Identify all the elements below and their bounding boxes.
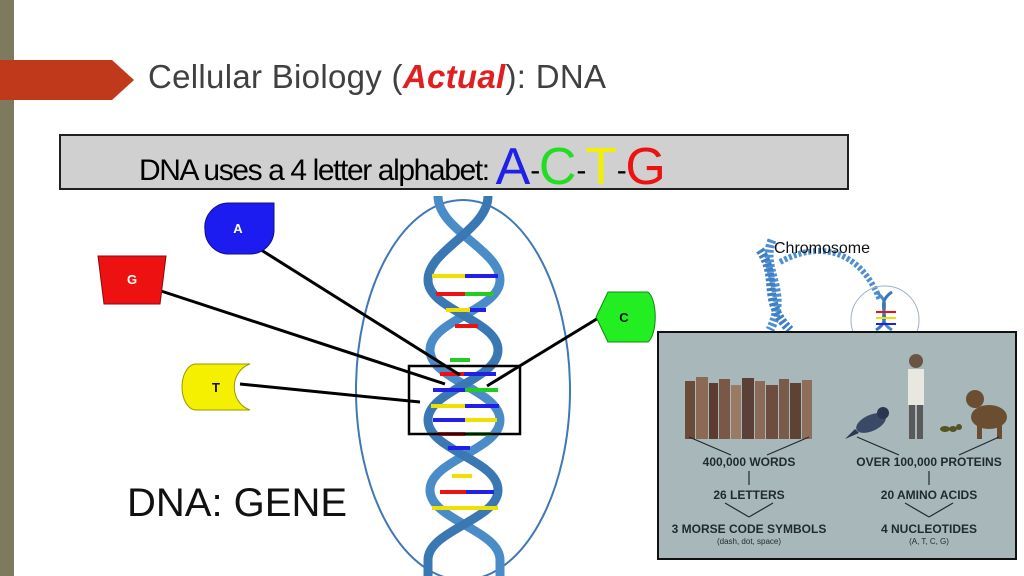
chromosome-label: Chromosome (774, 240, 871, 257)
nucleotide-a-label: A (233, 221, 243, 236)
nucleotide-t-label: T (212, 380, 220, 395)
info-amino-acids: 20 AMINO ACIDS (880, 488, 978, 502)
slide-title: Cellular Biology (Actual): DNA (148, 58, 606, 96)
info-morse-note: (dash, dot, space) (716, 537, 782, 546)
banner-text: DNA uses a 4 letter alphabet: A-C-T-G (139, 140, 666, 194)
info-morse: 3 MORSE CODE SYMBOLS (671, 522, 827, 536)
nucleotide-c-shape: C (595, 291, 656, 343)
analogy-illustration (685, 354, 1007, 518)
nucleotide-g-label: G (127, 272, 137, 287)
ant-icon (940, 424, 962, 432)
nucleotide-connectors (157, 246, 601, 404)
books-icon (685, 377, 812, 439)
info-nucleotides: 4 NUCLEOTIDES (880, 522, 978, 536)
analogy-info-panel: 400,000 WORDS 26 LETTERS 3 MORSE CODE SY… (657, 331, 1017, 560)
info-words: 400,000 WORDS (702, 455, 796, 469)
dna-gene-label: DNA: GENE (127, 481, 348, 525)
title-suffix: ): DNA (505, 58, 607, 95)
alphabet-banner: DNA uses a 4 letter alphabet: A-C-T-G (59, 134, 849, 193)
info-nucleotides-note: (A, T, C, G) (909, 537, 949, 546)
title-emphasis: Actual (402, 58, 506, 95)
alphabet-dash-3: - (616, 154, 627, 187)
info-letters: 26 LETTERS (713, 488, 785, 502)
alphabet-dash-2: - (576, 154, 586, 187)
dog-icon (966, 390, 1007, 439)
title-prefix: Cellular Biology ( (148, 58, 403, 95)
alphabet-a: A (495, 138, 531, 196)
info-proteins: OVER 100,000 PROTEINS (856, 455, 1002, 469)
nucleotide-t-shape: T (181, 363, 251, 411)
panel-connector-lines (688, 436, 1000, 518)
dna-helix (423, 195, 505, 576)
title-arrow-icon (0, 60, 134, 100)
alphabet-dash-1: - (530, 154, 540, 187)
nucleotide-a-shape: A (204, 202, 275, 255)
nucleotide-g-shape: G (97, 255, 167, 305)
dna-outline-ellipse (355, 199, 571, 576)
alphabet-g: G (625, 138, 666, 196)
man-icon (908, 354, 924, 439)
banner-statement: DNA uses a 4 letter alphabet: (139, 154, 496, 187)
alphabet-t: T (585, 138, 617, 196)
bird-icon (845, 407, 889, 439)
left-accent-bar (0, 0, 14, 576)
alphabet-c: C (538, 138, 577, 196)
nucleotide-c-label: C (619, 310, 629, 325)
